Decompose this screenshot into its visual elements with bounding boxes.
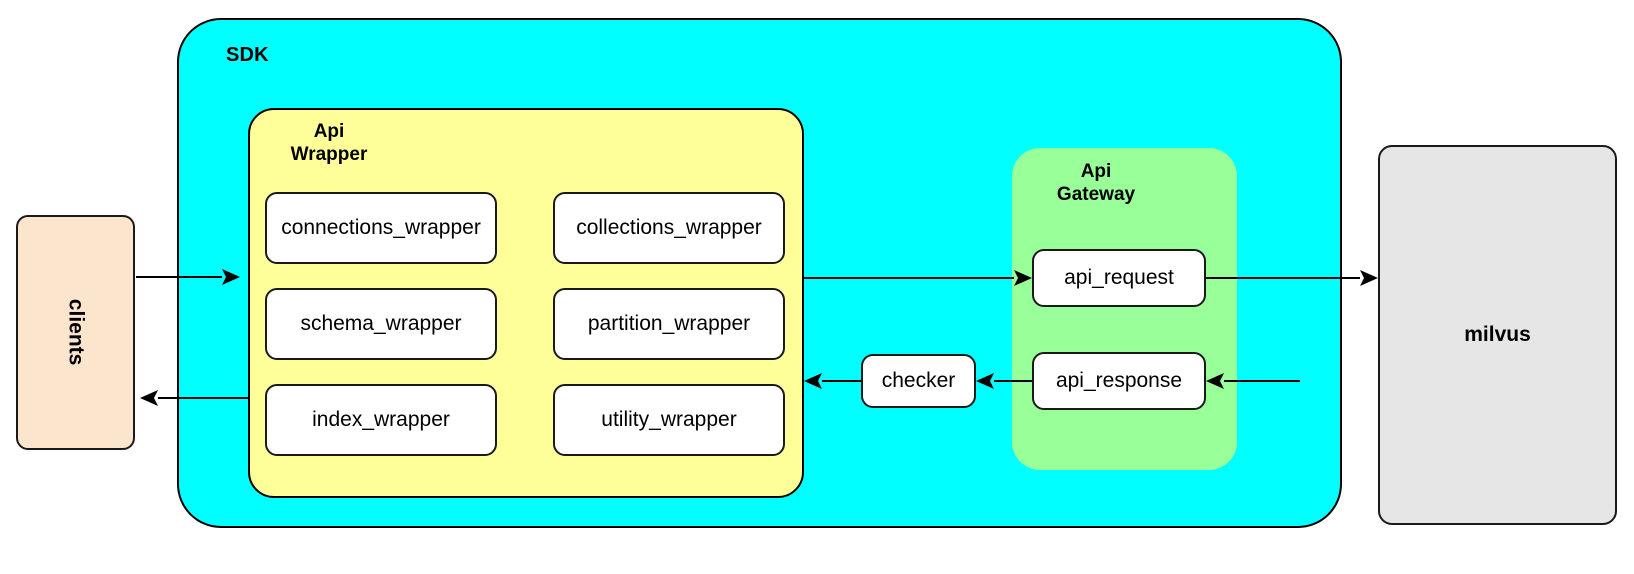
node-label: api_response xyxy=(1055,368,1183,392)
api-wrapper-label-line1: Api xyxy=(313,121,345,142)
node-utility-wrapper[interactable]: utility_wrapper xyxy=(553,384,785,456)
sdk-container-label: SDK xyxy=(226,44,269,66)
node-api-request[interactable]: api_request xyxy=(1032,249,1206,307)
arrow-clients-to-wrapper xyxy=(136,269,240,285)
api-gateway-label-line2: Gateway xyxy=(1056,184,1136,206)
node-connections-wrapper[interactable]: connections_wrapper xyxy=(265,192,497,264)
arrow-wrapper-to-api-request xyxy=(804,270,1032,286)
node-label: index_wrapper xyxy=(312,407,450,431)
node-schema-wrapper[interactable]: schema_wrapper xyxy=(265,288,497,360)
arrow-milvus-to-api-response xyxy=(1206,373,1300,389)
api-gateway-container: Api Gateway xyxy=(1012,148,1237,470)
node-label: api_request xyxy=(1064,265,1174,289)
arrow-checker-to-wrapper xyxy=(804,373,861,389)
api-wrapper-label-line2: Wrapper xyxy=(290,144,368,166)
milvus-node[interactable]: milvus xyxy=(1378,145,1617,525)
node-label: checker xyxy=(881,368,956,392)
node-index-wrapper[interactable]: index_wrapper xyxy=(265,384,497,456)
milvus-label: milvus xyxy=(1464,322,1531,346)
node-collections-wrapper[interactable]: collections_wrapper xyxy=(553,192,785,264)
node-api-response[interactable]: api_response xyxy=(1032,352,1206,410)
arrow-wrapper-to-clients xyxy=(140,390,248,406)
node-label: schema_wrapper xyxy=(300,311,462,335)
api-gateway-label-line1: Api xyxy=(1080,161,1112,182)
node-label: connections_wrapper xyxy=(281,215,481,239)
node-label: utility_wrapper xyxy=(601,407,737,431)
api-wrapper-container-label: Api Wrapper xyxy=(264,120,394,166)
node-label: partition_wrapper xyxy=(587,311,751,335)
arrow-api-response-to-checker xyxy=(976,373,1032,389)
arrow-api-request-to-milvus xyxy=(1206,270,1378,286)
node-partition-wrapper[interactable]: partition_wrapper xyxy=(553,288,785,360)
node-label: collections_wrapper xyxy=(576,215,762,239)
clients-node[interactable]: clients xyxy=(16,215,135,450)
node-checker[interactable]: checker xyxy=(861,354,976,408)
api-gateway-container-label: Api Gateway xyxy=(1022,160,1170,206)
